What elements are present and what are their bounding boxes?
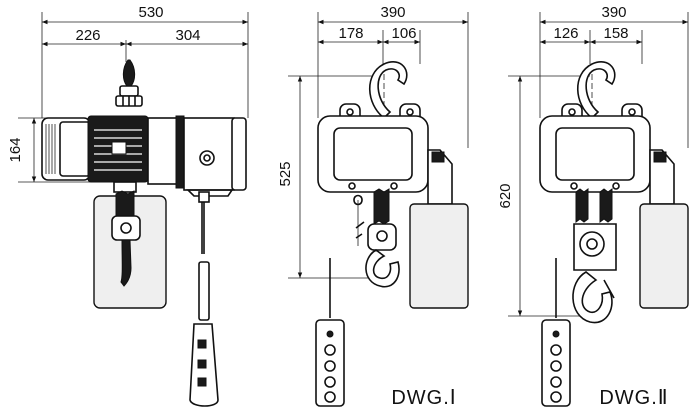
- dwg2-top-hook: [577, 61, 616, 120]
- dwg1-dimension-lines: [288, 12, 469, 279]
- dwg1-chain-bag: [409, 149, 469, 309]
- dwg1-total-width-label: 390: [380, 4, 405, 21]
- dwg2-height-label: 620: [497, 183, 514, 208]
- dwg1-left-width-label: 178: [338, 25, 363, 42]
- dwg1-pendant: [315, 258, 345, 407]
- side-dimension-lines: [18, 12, 249, 183]
- dwg2-total-width-label: 390: [601, 4, 626, 21]
- dwg2-view: 390 126 158 620: [497, 4, 689, 409]
- dwg1-right-width-label: 106: [391, 25, 416, 42]
- dwg2-left-width-label: 126: [553, 25, 578, 42]
- dwg1-body: [317, 103, 429, 193]
- dwg2-pendant: [541, 258, 571, 407]
- side-top-hook: [115, 59, 143, 107]
- dwg2-right-width-label: 158: [603, 25, 628, 42]
- side-left-width-label: 226: [75, 27, 100, 44]
- dwg1-title: DWG.Ⅰ: [391, 387, 456, 409]
- dwg2-body: [539, 103, 651, 193]
- side-right-width-label: 304: [175, 27, 200, 44]
- dwg1-chain-hook: [353, 188, 400, 288]
- side-height-label: 164: [7, 137, 24, 162]
- side-view: 530 226 304 164: [7, 4, 249, 407]
- dwg2-dimension-lines: [508, 12, 689, 317]
- side-pendant: [189, 191, 219, 407]
- dwg1-height-label: 525: [277, 161, 294, 186]
- dwg1-view: 390 178 106 525: [277, 4, 469, 409]
- side-motor-body: [41, 115, 247, 197]
- side-total-width-label: 530: [138, 4, 163, 21]
- dwg2-chain-hook: [572, 188, 617, 324]
- side-chain-hook: [111, 181, 141, 287]
- dwg2-chain-bag: [639, 149, 689, 309]
- dwg2-title: DWG.Ⅱ: [599, 387, 668, 409]
- dwg1-top-hook: [369, 61, 408, 120]
